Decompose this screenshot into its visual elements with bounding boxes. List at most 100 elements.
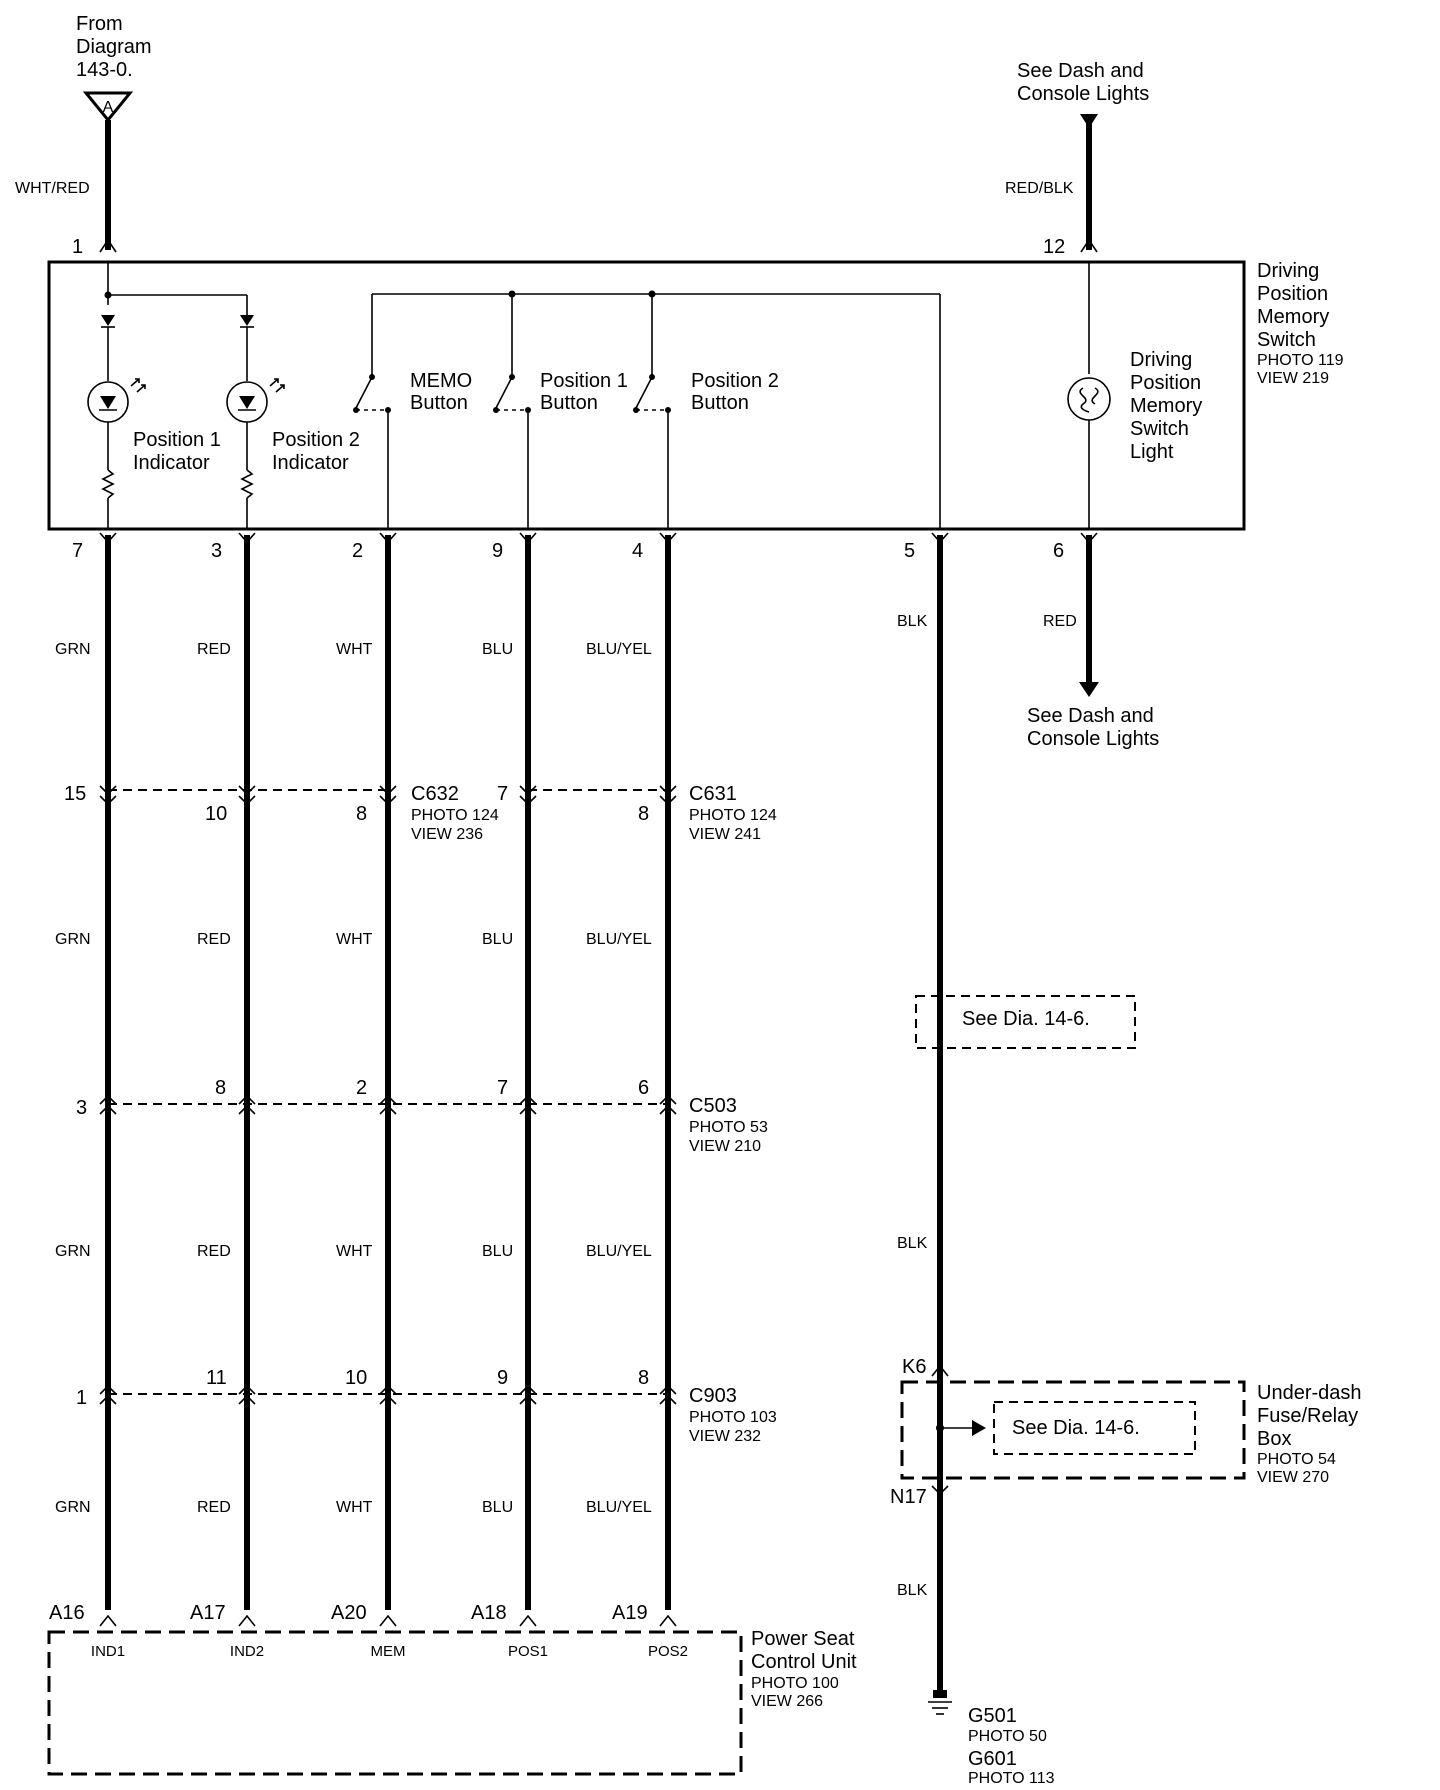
svg-text:Driving: Driving bbox=[1257, 260, 1319, 282]
svg-text:Console Lights: Console Lights bbox=[1017, 83, 1149, 105]
connector-a-triangle: A bbox=[82, 91, 134, 123]
svg-text:Box: Box bbox=[1257, 1428, 1291, 1450]
svg-text:G501: G501 bbox=[968, 1705, 1017, 1727]
svg-text:143-0.: 143-0. bbox=[76, 59, 133, 81]
ground-symbol bbox=[928, 1690, 952, 1715]
svg-text:GRN: GRN bbox=[55, 641, 91, 658]
svg-text:BLU: BLU bbox=[482, 1499, 513, 1516]
svg-text:9: 9 bbox=[492, 540, 503, 562]
svg-text:MEM: MEM bbox=[371, 1643, 406, 1660]
svg-text:BLK: BLK bbox=[897, 1582, 928, 1599]
svg-text:PHOTO 100: PHOTO 100 bbox=[751, 1675, 839, 1692]
svg-text:BLU/YEL: BLU/YEL bbox=[586, 931, 652, 948]
switch-light-label: Driving Position Memory Switch Light bbox=[1130, 349, 1202, 463]
svg-text:8: 8 bbox=[638, 803, 649, 825]
switch-bottom-pins: 7 3 2 9 4 5 6 bbox=[72, 540, 1064, 562]
position-2-indicator-label: Position 2 Indicator bbox=[272, 429, 360, 474]
memo-button-label: MEMO Button bbox=[410, 370, 472, 414]
wire-color-row-3: GRN RED WHT BLU BLU/YEL BLK bbox=[55, 1235, 928, 1260]
svg-text:GRN: GRN bbox=[55, 1243, 91, 1260]
svg-text:BLU: BLU bbox=[482, 641, 513, 658]
svg-text:WHT: WHT bbox=[336, 931, 373, 948]
svg-text:2: 2 bbox=[356, 1077, 367, 1099]
svg-text:BLK: BLK bbox=[897, 613, 928, 630]
wire-label-top-right: RED/BLK bbox=[1005, 180, 1074, 197]
pin-1-label: 1 bbox=[72, 236, 83, 258]
see-dia-box-1: See Dia. 14-6. bbox=[915, 990, 1136, 1054]
svg-text:Button: Button bbox=[540, 392, 598, 414]
svg-text:RED: RED bbox=[197, 641, 231, 658]
svg-text:From: From bbox=[76, 13, 123, 35]
svg-text:C903: C903 bbox=[689, 1385, 737, 1407]
position-2-button-label: Position 2 Button bbox=[691, 370, 779, 414]
svg-text:RED: RED bbox=[197, 1243, 231, 1260]
pin-1-chevron bbox=[99, 238, 117, 253]
svg-text:Position 1: Position 1 bbox=[133, 429, 221, 451]
svg-text:VIEW 219: VIEW 219 bbox=[1257, 370, 1329, 387]
svg-text:Driving: Driving bbox=[1130, 349, 1192, 371]
svg-text:GRN: GRN bbox=[55, 931, 91, 948]
svg-text:WHT: WHT bbox=[336, 641, 373, 658]
svg-text:Light: Light bbox=[1130, 441, 1174, 463]
svg-text:Power Seat: Power Seat bbox=[751, 1628, 855, 1650]
svg-text:PHOTO 103: PHOTO 103 bbox=[689, 1409, 777, 1426]
svg-text:BLK: BLK bbox=[897, 1235, 928, 1252]
svg-text:RED: RED bbox=[197, 1499, 231, 1516]
svg-text:PHOTO 124: PHOTO 124 bbox=[689, 807, 777, 824]
position-2-indicator-led bbox=[226, 315, 285, 528]
svg-text:8: 8 bbox=[215, 1077, 226, 1099]
svg-text:BLU/YEL: BLU/YEL bbox=[586, 1243, 652, 1260]
svg-text:Diagram: Diagram bbox=[76, 36, 152, 58]
svg-text:Control Unit: Control Unit bbox=[751, 1651, 857, 1673]
svg-text:RED: RED bbox=[1043, 613, 1077, 630]
svg-text:6: 6 bbox=[1053, 540, 1064, 562]
svg-text:Fuse/Relay: Fuse/Relay bbox=[1257, 1405, 1358, 1427]
svg-text:VIEW 266: VIEW 266 bbox=[751, 1693, 823, 1710]
svg-text:IND2: IND2 bbox=[230, 1643, 264, 1660]
svg-text:A16: A16 bbox=[49, 1602, 85, 1624]
svg-text:See Dia. 14-6.: See Dia. 14-6. bbox=[1012, 1417, 1140, 1439]
memo-button-switch bbox=[353, 294, 391, 528]
svg-text:A18: A18 bbox=[471, 1602, 507, 1624]
svg-text:5: 5 bbox=[904, 540, 915, 562]
svg-text:See Dash and: See Dash and bbox=[1027, 705, 1154, 727]
wire-color-row-1: GRN RED WHT BLU BLU/YEL BLK RED bbox=[55, 613, 1077, 658]
svg-text:8: 8 bbox=[356, 803, 367, 825]
svg-text:9: 9 bbox=[497, 1367, 508, 1389]
svg-text:7: 7 bbox=[72, 540, 83, 562]
svg-text:3: 3 bbox=[211, 540, 222, 562]
svg-text:Switch: Switch bbox=[1257, 329, 1316, 351]
svg-text:Position: Position bbox=[1130, 372, 1201, 394]
svg-text:MEMO: MEMO bbox=[410, 370, 472, 392]
svg-text:6: 6 bbox=[638, 1077, 649, 1099]
ground-labels: G501 PHOTO 50 G601 PHOTO 113 bbox=[968, 1705, 1055, 1787]
arrow-down-head bbox=[1079, 682, 1099, 697]
svg-text:POS1: POS1 bbox=[508, 1643, 548, 1660]
svg-text:G601: G601 bbox=[968, 1748, 1017, 1770]
switch-light-bulb bbox=[1067, 262, 1111, 528]
svg-text:4: 4 bbox=[632, 540, 643, 562]
svg-text:VIEW 210: VIEW 210 bbox=[689, 1138, 761, 1155]
svg-text:BLU: BLU bbox=[482, 1243, 513, 1260]
svg-text:2: 2 bbox=[352, 540, 363, 562]
wire-color-row-4: GRN RED WHT BLU BLU/YEL BLK bbox=[55, 1499, 928, 1599]
svg-text:C503: C503 bbox=[689, 1095, 737, 1117]
svg-text:C631: C631 bbox=[689, 783, 737, 805]
svg-text:A17: A17 bbox=[190, 1602, 226, 1624]
svg-text:BLU/YEL: BLU/YEL bbox=[586, 1499, 652, 1516]
svg-text:Memory: Memory bbox=[1130, 395, 1202, 417]
svg-text:WHT: WHT bbox=[336, 1243, 373, 1260]
svg-text:VIEW 232: VIEW 232 bbox=[689, 1428, 761, 1445]
pin-12-label: 12 bbox=[1043, 236, 1065, 258]
svg-text:Memory: Memory bbox=[1257, 306, 1329, 328]
power-seat-control-unit: A16 A17 A20 A18 A19 IND1 IND2 MEM POS1 P… bbox=[47, 1602, 857, 1776]
svg-text:RED: RED bbox=[197, 931, 231, 948]
position-1-button-label: Position 1 Button bbox=[540, 370, 628, 414]
from-diagram-label: From Diagram 143-0. bbox=[76, 13, 152, 81]
svg-text:N17: N17 bbox=[890, 1486, 927, 1508]
svg-text:A20: A20 bbox=[331, 1602, 367, 1624]
svg-text:GRN: GRN bbox=[55, 1499, 91, 1516]
svg-text:PHOTO 119: PHOTO 119 bbox=[1257, 352, 1344, 369]
svg-text:POS2: POS2 bbox=[648, 1643, 688, 1660]
